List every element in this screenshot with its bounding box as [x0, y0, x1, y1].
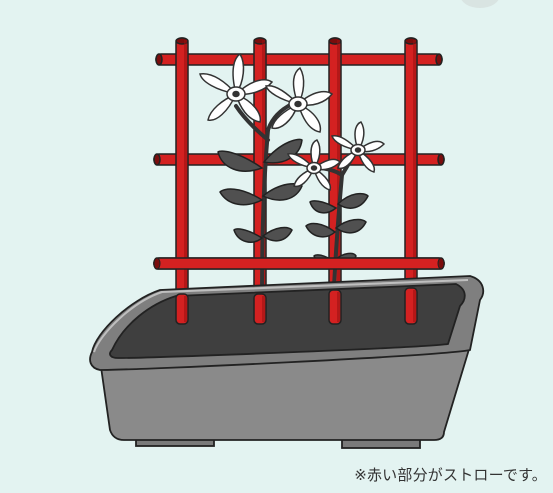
leaf — [309, 200, 338, 214]
leaf — [305, 222, 337, 238]
leaf — [334, 218, 367, 234]
flower-pot — [89, 275, 485, 449]
white-flower — [287, 139, 342, 191]
leaf — [262, 138, 303, 164]
caption-note: ※赤い部分がストローです。 — [354, 466, 547, 484]
leaf — [336, 192, 369, 209]
white-flower — [265, 66, 334, 133]
leaf — [233, 228, 264, 243]
flowers — [199, 52, 386, 191]
pot-body — [98, 345, 472, 441]
white-flower — [331, 121, 386, 173]
leaf — [217, 150, 264, 172]
leaf — [261, 226, 293, 242]
white-flower — [199, 52, 274, 123]
leaf — [261, 182, 303, 201]
pot-soil — [109, 283, 466, 359]
corner-shape — [460, 0, 500, 8]
leaf — [219, 188, 264, 206]
